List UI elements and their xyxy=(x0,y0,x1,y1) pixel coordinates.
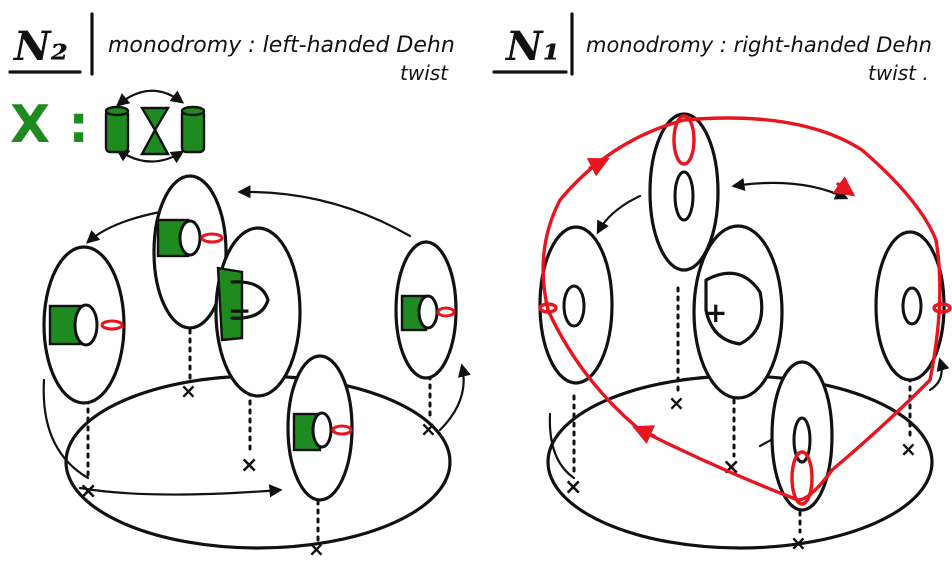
right-panel: N₁ monodromy : right-handed Dehn twist .… xyxy=(492,12,952,555)
puncture-mark: × xyxy=(308,537,325,561)
puncture-mark: × xyxy=(900,437,917,461)
right-arrow-top xyxy=(731,177,849,200)
right-fiber-5 xyxy=(770,360,834,512)
right-arrow-right xyxy=(928,357,950,392)
left-fiber-3: − xyxy=(214,226,302,398)
left-monodromy-label: monodromy : left-handed Dehn xyxy=(108,33,455,58)
left-panel: N₂ monodromy : left-handed Dehn twist X … xyxy=(8,12,471,561)
puncture-mark: × xyxy=(420,417,437,441)
puncture-mark: × xyxy=(790,531,807,555)
left-arrow-topleft xyxy=(86,210,162,244)
plus-sign: + xyxy=(704,296,727,329)
right-monodromy-label-2: twist . xyxy=(868,61,929,85)
left-arrow-top xyxy=(237,185,412,238)
right-arrow-left xyxy=(548,412,576,480)
left-arrow-bottom xyxy=(78,484,283,498)
left-title: N₂ xyxy=(12,23,68,70)
puncture-mark: × xyxy=(240,453,258,478)
puncture-mark: × xyxy=(564,475,582,500)
left-fiber-2 xyxy=(152,174,228,330)
puncture-mark: × xyxy=(668,391,685,415)
right-fiber-4 xyxy=(874,230,946,382)
right-title: N₁ xyxy=(504,23,560,70)
x-legend-icon xyxy=(104,89,206,164)
left-monodromy-label-2: twist xyxy=(400,61,449,85)
x-legend-label: X : xyxy=(10,95,89,155)
right-monodromy-label: monodromy : right-handed Dehn xyxy=(586,33,932,57)
left-arrow-right xyxy=(438,363,471,432)
left-arrow-left xyxy=(42,378,90,480)
puncture-mark: × xyxy=(79,479,97,504)
left-fiber-4 xyxy=(394,240,458,380)
minus-sign: − xyxy=(228,294,251,327)
left-fiber-1 xyxy=(42,245,126,405)
right-arrow-topleft xyxy=(596,194,642,235)
right-fiber-2 xyxy=(648,112,720,272)
puncture-mark: × xyxy=(180,379,197,403)
red-monodromy-curve xyxy=(538,114,952,506)
right-fiber-1 xyxy=(538,225,614,385)
left-fiber-5 xyxy=(286,354,354,502)
right-fiber-3: + xyxy=(692,224,784,400)
